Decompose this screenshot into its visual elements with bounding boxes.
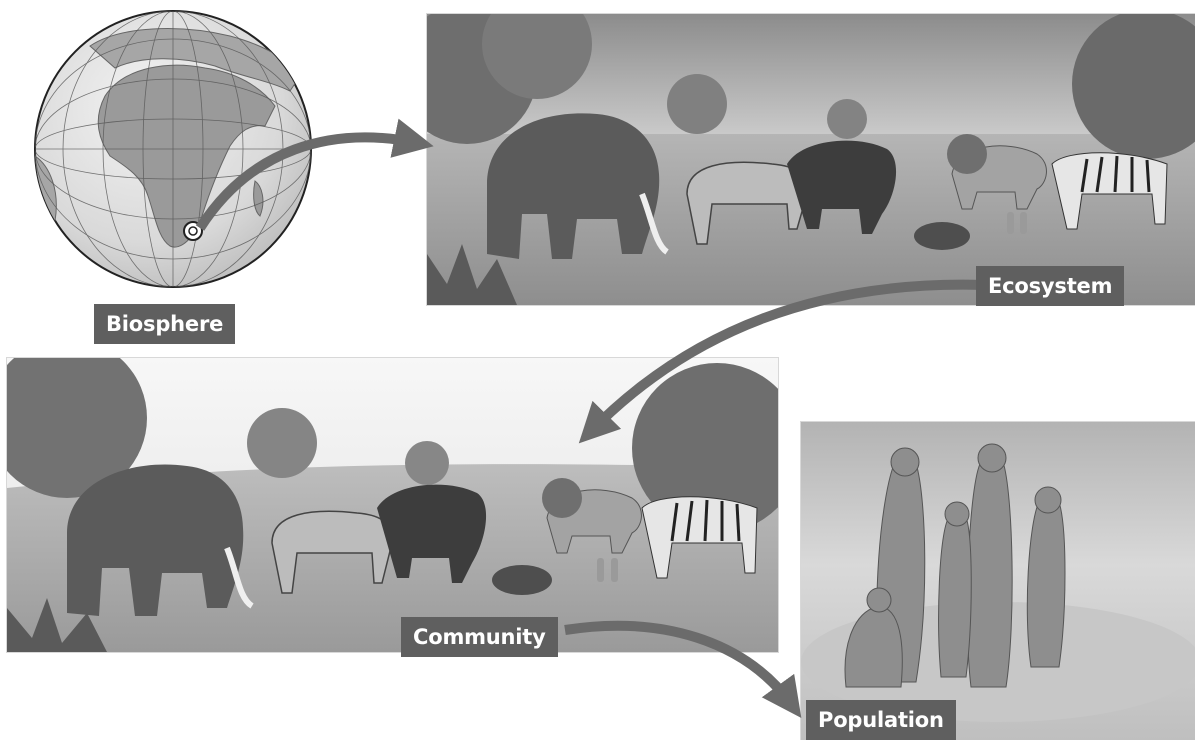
population-label: Population [806,700,956,740]
globe-illustration [30,6,316,292]
ecosystem-image [427,14,1195,305]
ecosystem-label: Ecosystem [976,266,1124,306]
community-label: Community [401,617,558,657]
biosphere-label: Biosphere [94,304,235,344]
population-image [801,422,1195,740]
community-image [7,358,778,652]
